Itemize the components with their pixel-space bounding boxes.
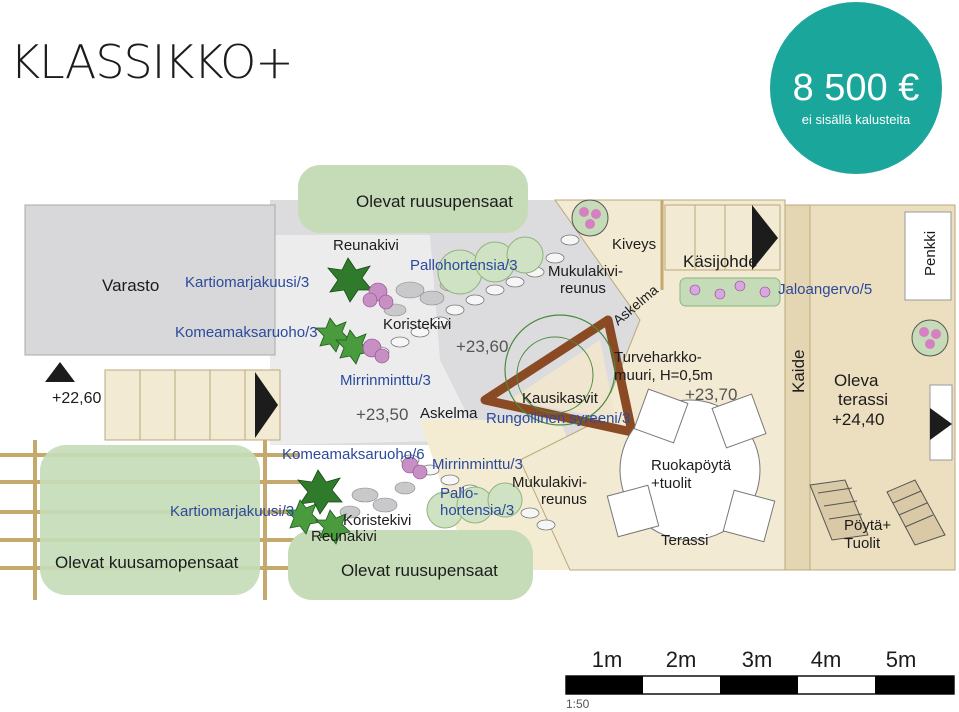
- chair-4: [722, 489, 776, 543]
- chair-1: [633, 388, 689, 444]
- label-oleva-1: Oleva: [834, 371, 879, 390]
- kartiomarjakuusi-top: [327, 257, 373, 303]
- door-arrow: [930, 408, 952, 440]
- left-steps: [104, 369, 281, 441]
- label-level-2370: +23,70: [685, 385, 737, 404]
- label-kasijohde: Käsijohde: [683, 252, 758, 271]
- label-pallohort-top: Pallohortensia/3: [410, 257, 518, 274]
- hedge-bottom: [288, 530, 533, 600]
- page-title: KLASSIKKO+: [10, 35, 293, 89]
- chair-2: [711, 393, 767, 449]
- label-koristekivi-bottom: Koristekivi: [343, 512, 411, 529]
- kartiomarjakuusi-bottom: [297, 469, 343, 515]
- label-mukula-top-1: Mukulakivi-: [548, 263, 623, 280]
- scale-tick-4m: 4m: [811, 647, 842, 672]
- hedge-top: [298, 165, 528, 233]
- lilac-tree: [504, 314, 616, 426]
- label-oleva-3: +24,40: [832, 410, 884, 429]
- lounger-left: [809, 479, 869, 541]
- price-amount: 8 500 €: [793, 67, 920, 109]
- label-askelma-left: Askelma: [420, 405, 478, 422]
- label-terassi: Terassi: [661, 532, 709, 549]
- label-oleva-2: terassi: [838, 390, 888, 409]
- jaloangervo-flowers: [689, 280, 771, 300]
- scale-tick-1m: 1m: [592, 647, 623, 672]
- label-ruusu-bottom: Olevat ruusupensaat: [341, 561, 498, 580]
- label-mukula-bot-2: reunus: [541, 491, 587, 508]
- kaide-rail: [784, 204, 811, 571]
- label-mirrin-top: Mirrinminttu/3: [340, 372, 431, 389]
- varasto-building: [24, 204, 276, 356]
- label-ruoka-2: +tuolit: [651, 475, 692, 492]
- label-level-2360: +23,60: [456, 337, 508, 356]
- penkki-bench: [904, 211, 952, 301]
- label-kartio-bottom: Kartiomarjakuusi/3: [170, 503, 294, 520]
- chair-3: [606, 484, 660, 538]
- label-level-2350: +23,50: [356, 405, 408, 424]
- label-level-2260: +22,60: [52, 390, 101, 407]
- komeamaksaruoho-bottom: [285, 499, 351, 545]
- mirrinminttu-bottom: [401, 456, 428, 480]
- scale-tick-2m: 2m: [666, 647, 697, 672]
- label-komea-top: Komeamaksaruoho/3: [175, 324, 318, 341]
- scale-tick-5m: 5m: [886, 647, 917, 672]
- jaloangervo-planter: [679, 277, 781, 307]
- label-kaide: Kaide: [789, 350, 808, 393]
- label-mukula-bot-1: Mukulakivi-: [512, 474, 587, 491]
- label-mirrin-bottom: Mirrinminttu/3: [432, 456, 523, 473]
- label-poyta-2: Tuolit: [844, 535, 881, 552]
- mirrinminttu-top: [362, 282, 394, 364]
- price-circle: [770, 2, 942, 174]
- label-jaloangervo: Jaloangervo/5: [778, 281, 872, 298]
- step-arrow-top: [752, 205, 778, 270]
- pallohortensia-top: [437, 236, 544, 295]
- label-mukula-top-2: reunus: [560, 280, 606, 297]
- label-kiveys: Kiveys: [612, 236, 656, 253]
- scale-bar: [565, 675, 955, 695]
- label-turve-2: muuri, H=0,5m: [614, 367, 713, 384]
- label-ruusu-top: Olevat ruusupensaat: [356, 192, 513, 211]
- label-kartio-top: Kartiomarjakuusi/3: [185, 274, 309, 291]
- lounger-right: [886, 479, 946, 546]
- label-syreeni: Rungollinen syreeni/3: [486, 410, 630, 427]
- komeamaksaruoho-top: [315, 317, 371, 365]
- label-pallo-bot-2: hortensia/3: [440, 502, 514, 519]
- scale-tick-3m: 3m: [742, 647, 773, 672]
- pallohortensia-bottom: [426, 482, 523, 529]
- label-kausikasvit: Kausikasvit: [522, 390, 599, 407]
- label-komea-bottom: Komeamaksaruoho/6: [282, 446, 425, 463]
- label-turve-1: Turveharkko-: [614, 349, 702, 366]
- label-poyta-1: Pöytä+: [844, 517, 891, 534]
- rose-pot-right: [911, 319, 949, 357]
- label-penkki: Penkki: [922, 231, 939, 276]
- step-arrow-left: [255, 372, 278, 438]
- raised-bed-wall: [480, 315, 637, 437]
- label-kuusamo: Olevat kuusamopensaat: [55, 553, 239, 572]
- label-pallo-bot-1: Pallo-: [440, 485, 478, 502]
- label-varasto: Varasto: [102, 276, 159, 295]
- label-reunakivi-bottom: Reunakivi: [311, 528, 377, 545]
- rose-pot-top: [571, 199, 609, 237]
- price-note: ei sisällä kalusteita: [802, 112, 911, 127]
- label-koristekivi-top: Koristekivi: [383, 316, 451, 333]
- label-ruoka-1: Ruokapöytä: [651, 457, 732, 474]
- scale-ratio: 1:50: [566, 697, 590, 711]
- label-reunakivi-top: Reunakivi: [333, 237, 399, 254]
- hedge-left-bottom: [40, 445, 260, 595]
- level-marker-left: [45, 362, 75, 382]
